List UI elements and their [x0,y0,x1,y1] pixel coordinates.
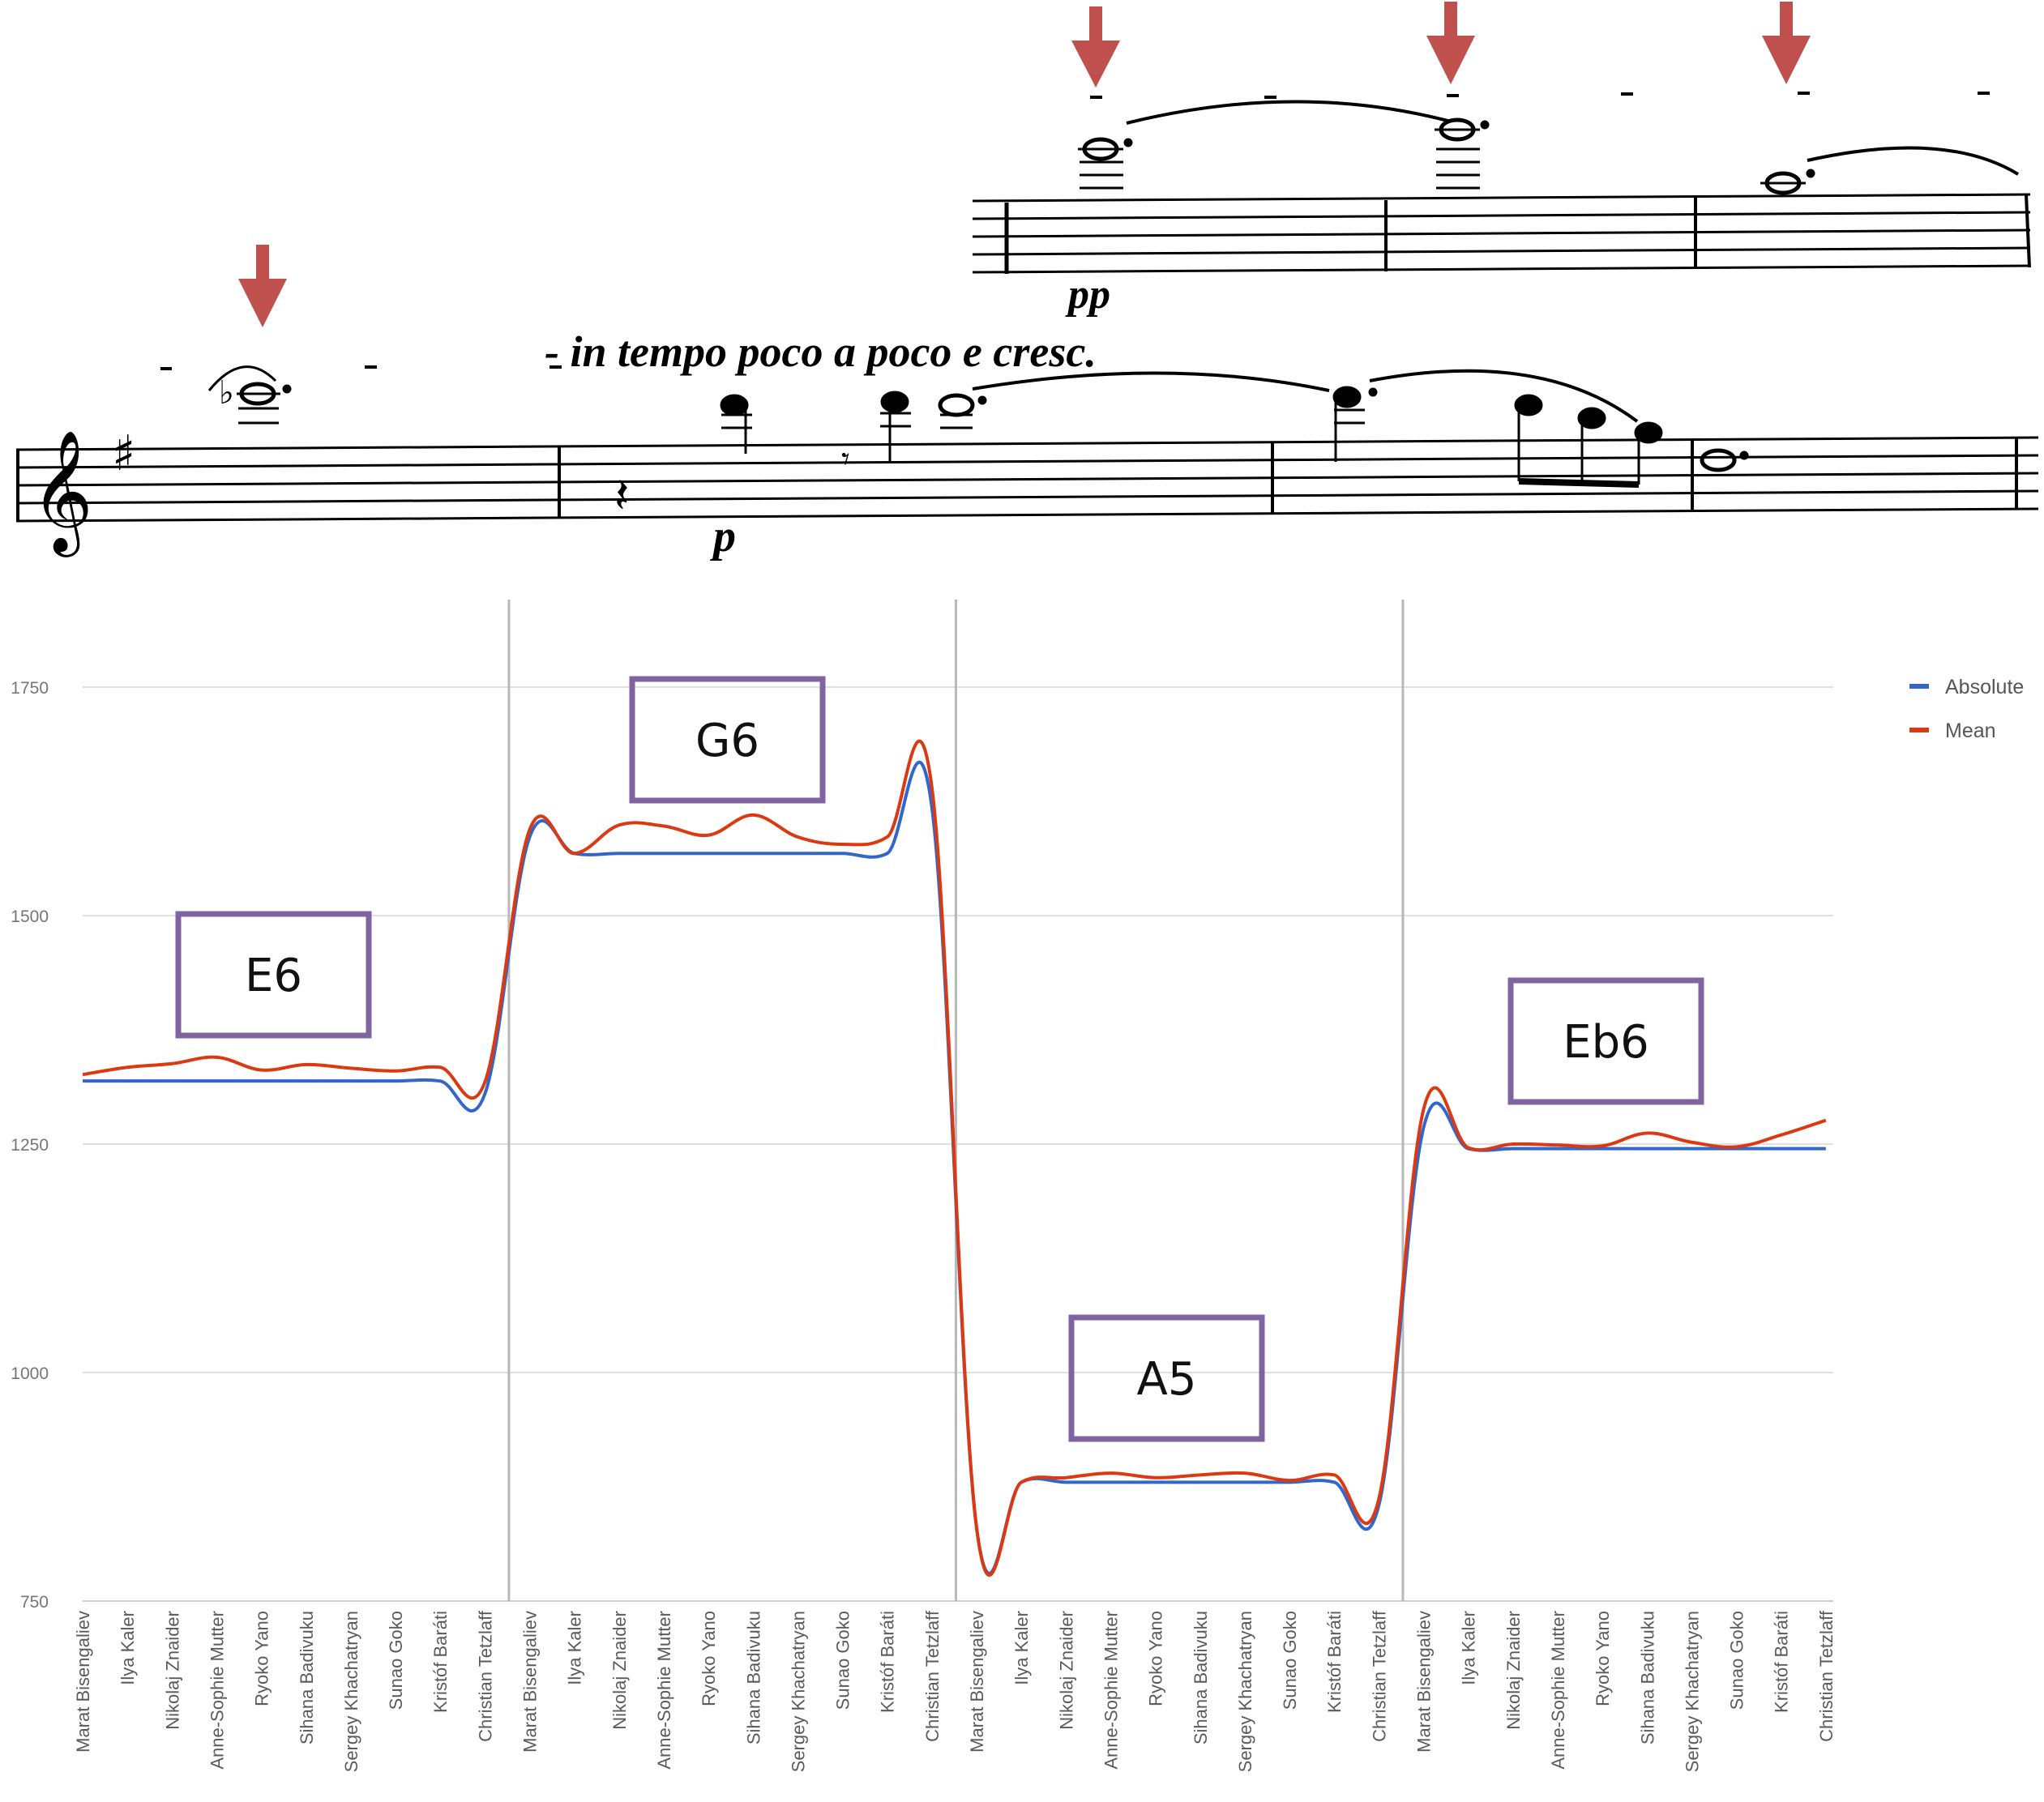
upper-staff [972,193,2031,274]
x-tick-label: Sunao Goko [1727,1611,1747,1710]
x-tick-label: Ilya Kaler [118,1611,138,1685]
y-tick-label: 1250 [11,1136,49,1155]
x-tick-label: Marat Bisengaliev [73,1611,93,1753]
music-score: pp 𝄞 ♯ ♭ [15,2,2039,562]
x-tick-label: Sergey Khachatryan [788,1611,808,1772]
tempo-direction: - in tempo poco a poco e cresc. [545,327,1097,376]
x-tick-label: Nikolaj Znaider [1503,1611,1524,1730]
x-tick-label: Christian Tetzlaff [475,1610,495,1742]
legend-label-absolute: Absolute [1945,676,2024,698]
pitch-chart: 750 1000 1250 1500 1750 Marat Bisengaliev Ily… [11,600,2024,1772]
x-tick-label: Ryoko Yano [1593,1611,1613,1706]
x-tick-label: Anne-Sophie Mutter [1101,1611,1121,1770]
y-tick-label: 1500 [11,907,49,926]
x-tick-label: Ryoko Yano [699,1611,719,1706]
x-tick-label: Nikolaj Znaider [1056,1611,1076,1730]
legend-label-mean: Mean [1945,720,1996,742]
x-tick-label: Christian Tetzlaff [1816,1610,1837,1742]
x-tick-label: Christian Tetzlaff [922,1610,943,1742]
group-label-box [1068,1314,1265,1442]
x-tick-label: Marat Bisengaliev [1414,1611,1435,1753]
svg-text:♭: ♭ [219,374,234,412]
markers [238,2,1811,327]
y-tick-label: 1750 [11,679,49,698]
x-tick-label: Christian Tetzlaff [1369,1610,1389,1742]
dynamic-p: p [710,511,736,562]
x-tick-label: Anne-Sophie Mutter [654,1611,674,1770]
lower-staff [15,436,2039,523]
x-tick-label: Sunao Goko [386,1611,406,1710]
group-label-box [1507,977,1704,1105]
x-tick-label: Marat Bisengaliev [967,1611,987,1753]
x-tick-label: Kristóf Baráti [1772,1611,1792,1713]
x-tick-label: Kristóf Baráti [878,1611,898,1713]
series-line-mean [82,740,1827,1577]
x-tick-label: Ryoko Yano [252,1611,272,1706]
down-arrow-icon [1762,2,1811,84]
down-arrow-icon [1071,6,1120,88]
upper-staff-notes [1078,92,2020,195]
svg-text:𝄾: 𝄾 [841,441,850,478]
group-separators [507,600,1405,1601]
x-tick-label: Sihana Badivuku [1637,1611,1657,1744]
group-label-box [175,911,372,1039]
group-label-e6: E6 [245,950,302,1002]
x-tick-label: Sihana Badivuku [743,1611,763,1744]
group-label-g6: G6 [695,715,759,767]
x-tick-label: Kristóf Baráti [1324,1611,1345,1713]
x-tick-label: Nikolaj Znaider [609,1611,630,1730]
x-tick-label: Anne-Sophie Mutter [207,1611,227,1770]
lower-staff-notes: ♭ 𝄽 𝄾 [160,365,1749,524]
treble-clef-icon: 𝄞 [31,429,93,557]
y-axis-ticks: 750 1000 1250 1500 1750 [11,679,49,1612]
down-arrow-icon [238,245,287,327]
x-tick-label: Sergey Khachatryan [341,1611,361,1772]
x-tick-label: Anne-Sophie Mutter [1548,1611,1568,1770]
x-tick-label: Marat Bisengaliev [520,1611,541,1753]
sharp-icon: ♯ [112,425,135,482]
x-tick-label: Kristóf Baráti [430,1611,451,1713]
group-label-box [629,676,826,804]
x-tick-label: Sunao Goko [1280,1611,1300,1710]
x-tick-label: Sihana Badivuku [297,1611,317,1744]
group-label-eb6: Eb6 [1563,1016,1649,1069]
down-arrow-icon [1426,2,1475,84]
dynamic-pp: pp [1065,271,1110,318]
y-tick-label: 750 [20,1593,49,1612]
series-lines [82,740,1827,1577]
x-tick-label: Sergey Khachatryan [1682,1611,1702,1772]
x-tick-label: Sunao Goko [833,1611,853,1710]
x-tick-label: Ilya Kaler [565,1611,585,1685]
x-tick-label: Ilya Kaler [1459,1611,1479,1685]
x-tick-label: Ryoko Yano [1146,1611,1166,1706]
x-tick-label: Nikolaj Znaider [162,1611,182,1730]
x-tick-label: Sergey Khachatryan [1235,1611,1255,1772]
svg-text:𝄽: 𝄽 [614,468,629,524]
x-tick-label: Ilya Kaler [1011,1611,1032,1685]
x-axis-labels: Marat Bisengaliev Ilya Kaler Nikolaj Znaid… [73,1610,1837,1772]
y-tick-label: 1000 [11,1364,49,1383]
x-tick-label: Sihana Badivuku [1191,1611,1211,1744]
group-label-a5: A5 [1137,1353,1197,1406]
legend: Absolute Mean [1909,676,2024,742]
